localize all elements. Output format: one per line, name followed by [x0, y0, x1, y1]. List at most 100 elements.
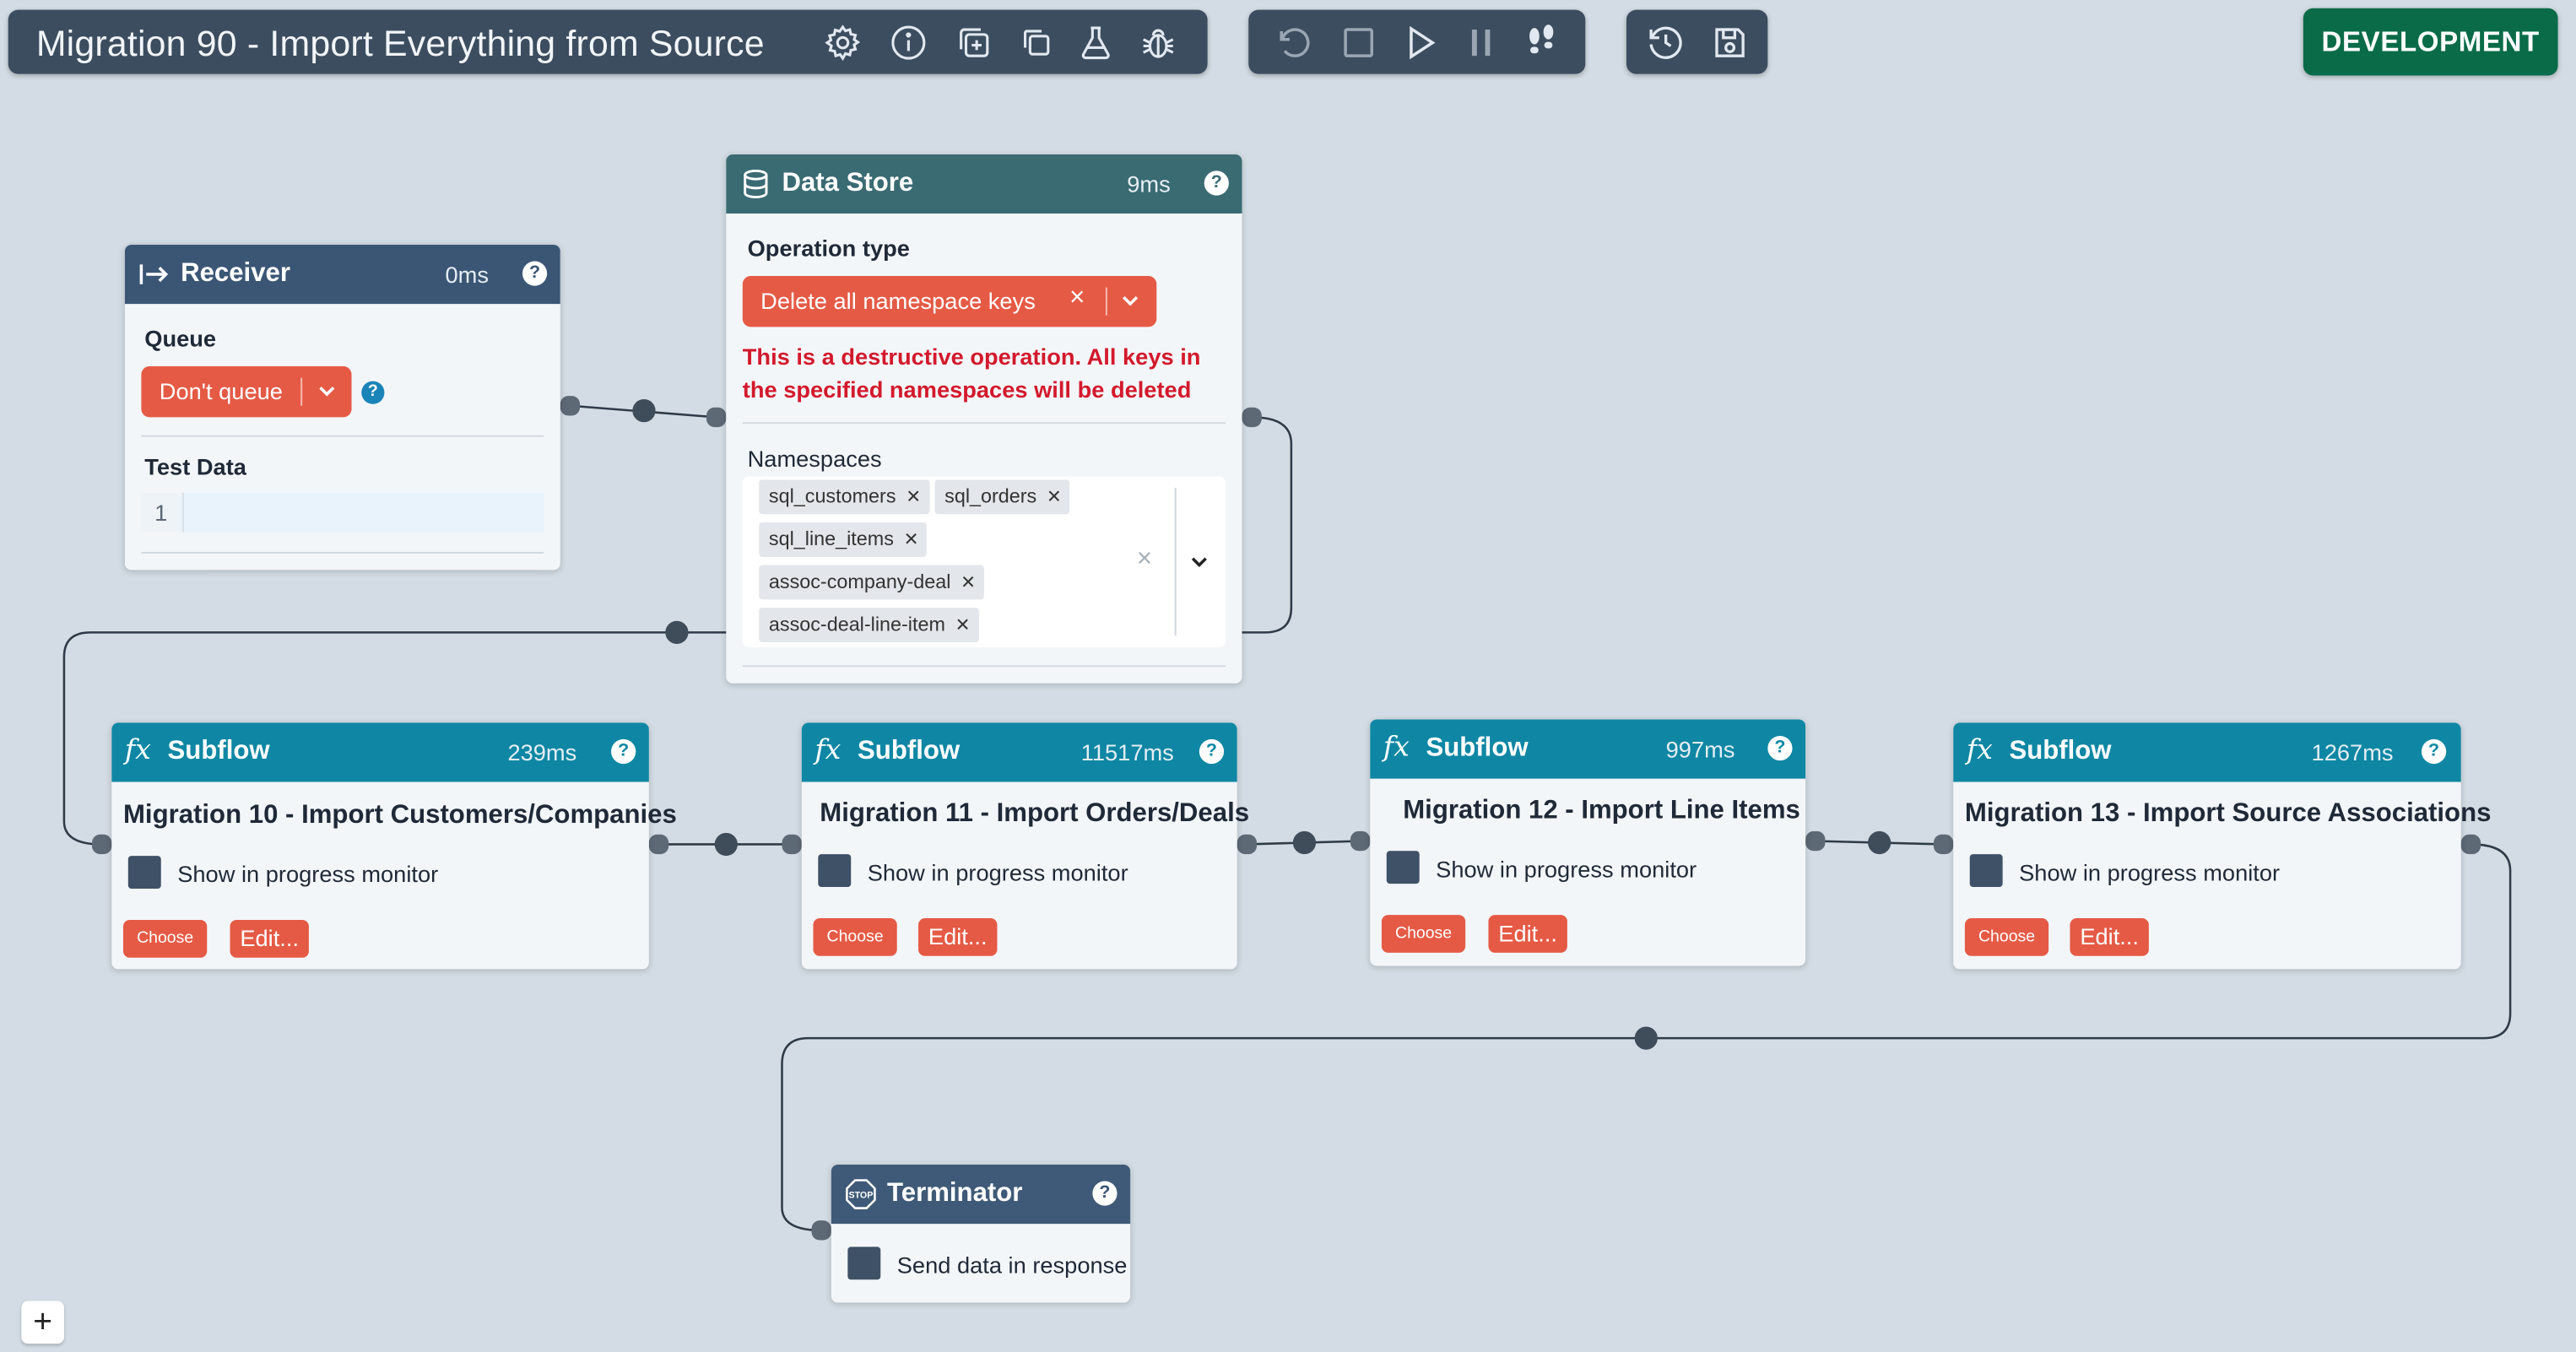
stop-icon[interactable] — [1339, 23, 1378, 62]
node-duration: 239ms — [507, 738, 577, 766]
chip-remove-icon[interactable]: ✕ — [955, 615, 971, 636]
divider — [742, 422, 1226, 425]
checkbox-label: Show in progress monitor — [867, 858, 1128, 886]
help-icon[interactable]: ? — [1204, 170, 1229, 196]
subflow-header[interactable]: fx Subflow 1267ms ? — [1953, 722, 2461, 782]
input-port — [1933, 834, 1954, 855]
node-duration: 1267ms — [2311, 738, 2394, 766]
chevron-down-icon[interactable] — [1118, 289, 1141, 312]
choose-button[interactable]: Choose — [813, 918, 897, 956]
progress-monitor-checkbox[interactable] — [1386, 851, 1420, 884]
environment-badge[interactable]: DEVELOPMENT — [2303, 8, 2558, 76]
checkbox-label: Show in progress monitor — [1436, 856, 1697, 883]
terminator-node[interactable]: STOP Terminator ? Send data in response — [831, 1164, 1131, 1303]
function-icon: fx — [124, 734, 151, 767]
info-icon[interactable] — [889, 23, 928, 62]
namespace-chip: sql_customers✕ — [759, 479, 929, 515]
flow-title-bar: Migration 90 - Import Everything from So… — [8, 9, 1208, 74]
checkbox-label: Send data in response — [896, 1252, 1128, 1279]
copy-icon[interactable] — [1017, 23, 1057, 62]
undo-icon[interactable] — [1274, 23, 1314, 62]
chip-remove-icon[interactable]: ✕ — [906, 488, 922, 508]
bug-icon[interactable] — [1139, 23, 1178, 62]
choose-button[interactable]: Choose — [122, 919, 208, 958]
progress-monitor-checkbox[interactable] — [1969, 854, 2003, 888]
wire-midpoint — [714, 832, 738, 857]
zoom-in-button[interactable]: + — [21, 1301, 64, 1344]
help-icon[interactable]: ? — [1199, 738, 1225, 765]
choose-button[interactable]: Choose — [1381, 915, 1466, 953]
queue-help-icon[interactable]: ? — [361, 381, 385, 404]
chevron-down-icon[interactable] — [316, 380, 338, 403]
edit-button[interactable]: Edit... — [230, 919, 309, 958]
test-data-label: Test Data — [144, 453, 246, 480]
stop-sign-text: STOP — [848, 1191, 873, 1201]
step-icon[interactable] — [1521, 23, 1561, 62]
node-duration: 11517ms — [1080, 738, 1174, 766]
history-icon[interactable] — [1646, 23, 1686, 62]
help-icon[interactable]: ? — [1767, 735, 1793, 761]
gear-icon[interactable] — [823, 23, 863, 62]
datastore-header[interactable]: Data Store 9ms ? — [726, 154, 1242, 214]
terminator-header[interactable]: STOP Terminator ? — [831, 1164, 1131, 1225]
help-icon[interactable]: ? — [611, 738, 636, 765]
arrow-right-to-line-icon — [138, 258, 170, 291]
wire-midpoint — [665, 620, 689, 644]
subflow-header[interactable]: fx Subflow 11517ms ? — [801, 722, 1237, 782]
help-icon[interactable]: ? — [1092, 1181, 1118, 1206]
flow-title[interactable]: Migration 90 - Import Everything from So… — [35, 23, 765, 64]
chip-remove-icon[interactable]: ✕ — [961, 573, 977, 593]
duplicate-icon[interactable] — [955, 23, 994, 62]
wire-midpoint — [1868, 830, 1891, 855]
play-icon[interactable] — [1401, 23, 1441, 62]
pause-icon[interactable] — [1462, 23, 1502, 62]
subflow-name: Migration 11 - Import Orders/Deals — [820, 799, 1250, 828]
operation-type-select[interactable]: Delete all namespace keys × — [742, 275, 1157, 327]
function-icon: fx — [1966, 734, 1993, 767]
edit-button[interactable]: Edit... — [918, 918, 998, 956]
subflow-node[interactable]: fx Subflow 1267ms ? Migration 13 - Impor… — [1953, 722, 2491, 970]
output-port — [560, 396, 581, 416]
save-icon[interactable] — [1710, 23, 1750, 62]
test-data-editor[interactable]: 1 — [139, 492, 544, 533]
node-title: Data Store — [782, 169, 914, 197]
input-port — [91, 834, 112, 855]
subflow-node[interactable]: fx Subflow 997ms ? Migration 12 - Import… — [1370, 719, 1806, 966]
wire-midpoint — [1634, 1026, 1658, 1050]
node-title: Subflow — [858, 737, 961, 766]
namespace-chip: assoc-deal-line-item✕ — [759, 608, 979, 643]
subflow-header[interactable]: fx Subflow 997ms ? — [1370, 719, 1806, 779]
code-input[interactable] — [183, 492, 544, 533]
help-icon[interactable]: ? — [522, 261, 548, 286]
edit-button[interactable]: Edit... — [2070, 918, 2149, 956]
choose-button[interactable]: Choose — [1964, 918, 2049, 956]
chip-remove-icon[interactable]: ✕ — [1046, 488, 1062, 508]
flask-icon[interactable] — [1076, 23, 1116, 62]
progress-monitor-checkbox[interactable] — [818, 854, 852, 888]
queue-label: Queue — [144, 325, 217, 352]
output-port — [1805, 830, 1826, 852]
subflow-node[interactable]: fx Subflow 239ms ? Migration 10 - Import… — [111, 722, 677, 970]
checkbox-label: Show in progress monitor — [2019, 858, 2281, 886]
chip-remove-icon[interactable]: ✕ — [903, 530, 919, 551]
help-icon[interactable]: ? — [2421, 738, 2447, 765]
node-title: Receiver — [181, 259, 290, 288]
receiver-header[interactable]: Receiver 0ms ? — [124, 245, 560, 305]
progress-monitor-checkbox[interactable] — [127, 856, 161, 890]
clear-icon[interactable]: × — [1069, 284, 1085, 312]
destructive-warning: This is a destructive operation. All key… — [742, 343, 1201, 403]
edit-button[interactable]: Edit... — [1488, 915, 1567, 953]
node-title: Subflow — [2009, 737, 2112, 766]
output-port — [1237, 834, 1257, 855]
send-data-checkbox[interactable] — [847, 1247, 881, 1280]
select-separator — [1174, 488, 1177, 636]
clear-all-icon[interactable]: × — [1136, 545, 1153, 574]
chevron-down-icon[interactable] — [1188, 550, 1210, 573]
subflow-name: Migration 13 - Import Source Association… — [1964, 799, 2492, 828]
line-number: 1 — [139, 492, 184, 533]
subflow-header[interactable]: fx Subflow 239ms ? — [111, 722, 649, 782]
node-title: Subflow — [167, 737, 270, 766]
queue-select[interactable]: Don't queue — [141, 366, 352, 418]
subflow-node[interactable]: fx Subflow 11517ms ? Migration 11 - Impo… — [801, 722, 1249, 970]
